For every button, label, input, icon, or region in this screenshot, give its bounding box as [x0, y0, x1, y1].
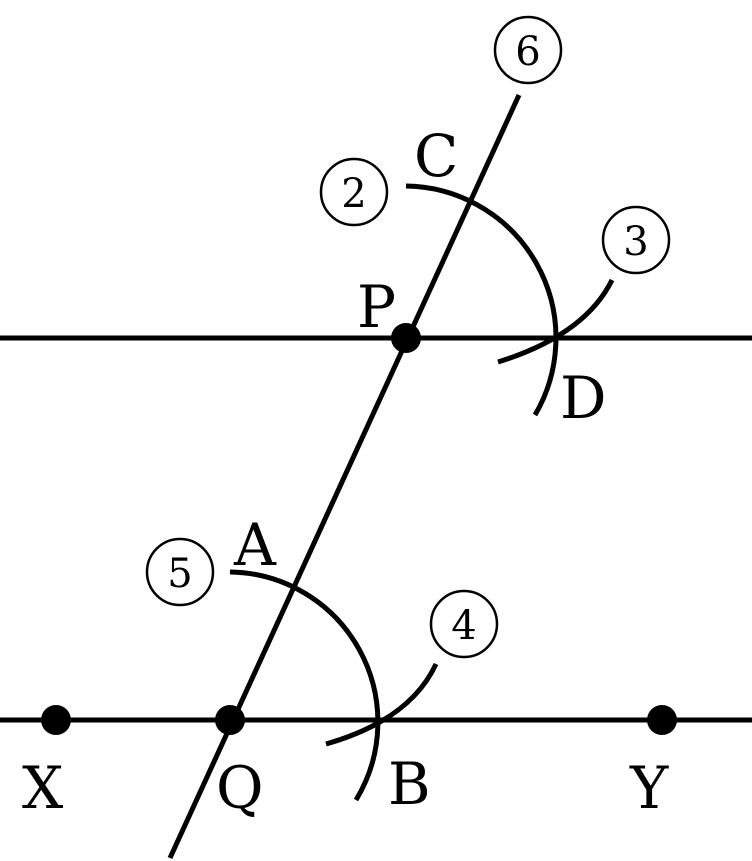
- label-d: D: [560, 364, 607, 432]
- step-marker-5: 5: [145, 537, 215, 607]
- point-p-dot: [391, 323, 421, 353]
- arc-step-5: [229, 569, 381, 802]
- label-y: Y: [629, 754, 669, 822]
- svg-text:4: 4: [451, 603, 476, 649]
- svg-text:6: 6: [515, 29, 540, 75]
- label-x: X: [22, 754, 64, 822]
- svg-text:3: 3: [623, 219, 648, 265]
- label-p: P: [357, 273, 396, 341]
- svg-text:5: 5: [167, 551, 192, 597]
- arc-step-3: [497, 278, 615, 365]
- point-x-dot: [41, 705, 71, 735]
- step-marker-4: 4: [429, 589, 499, 659]
- arc-step-2: [405, 183, 559, 417]
- label-q: Q: [216, 754, 264, 822]
- svg-text:2: 2: [341, 171, 366, 217]
- step-marker-6: 6: [493, 15, 563, 85]
- step-marker-3: 3: [601, 205, 671, 275]
- label-b: B: [388, 750, 431, 818]
- label-a: A: [233, 511, 277, 579]
- point-y-dot: [647, 705, 677, 735]
- arc-step-4: [325, 662, 439, 747]
- label-c: C: [414, 122, 458, 190]
- step-marker-2: 2: [319, 157, 389, 227]
- point-q-dot: [215, 705, 245, 735]
